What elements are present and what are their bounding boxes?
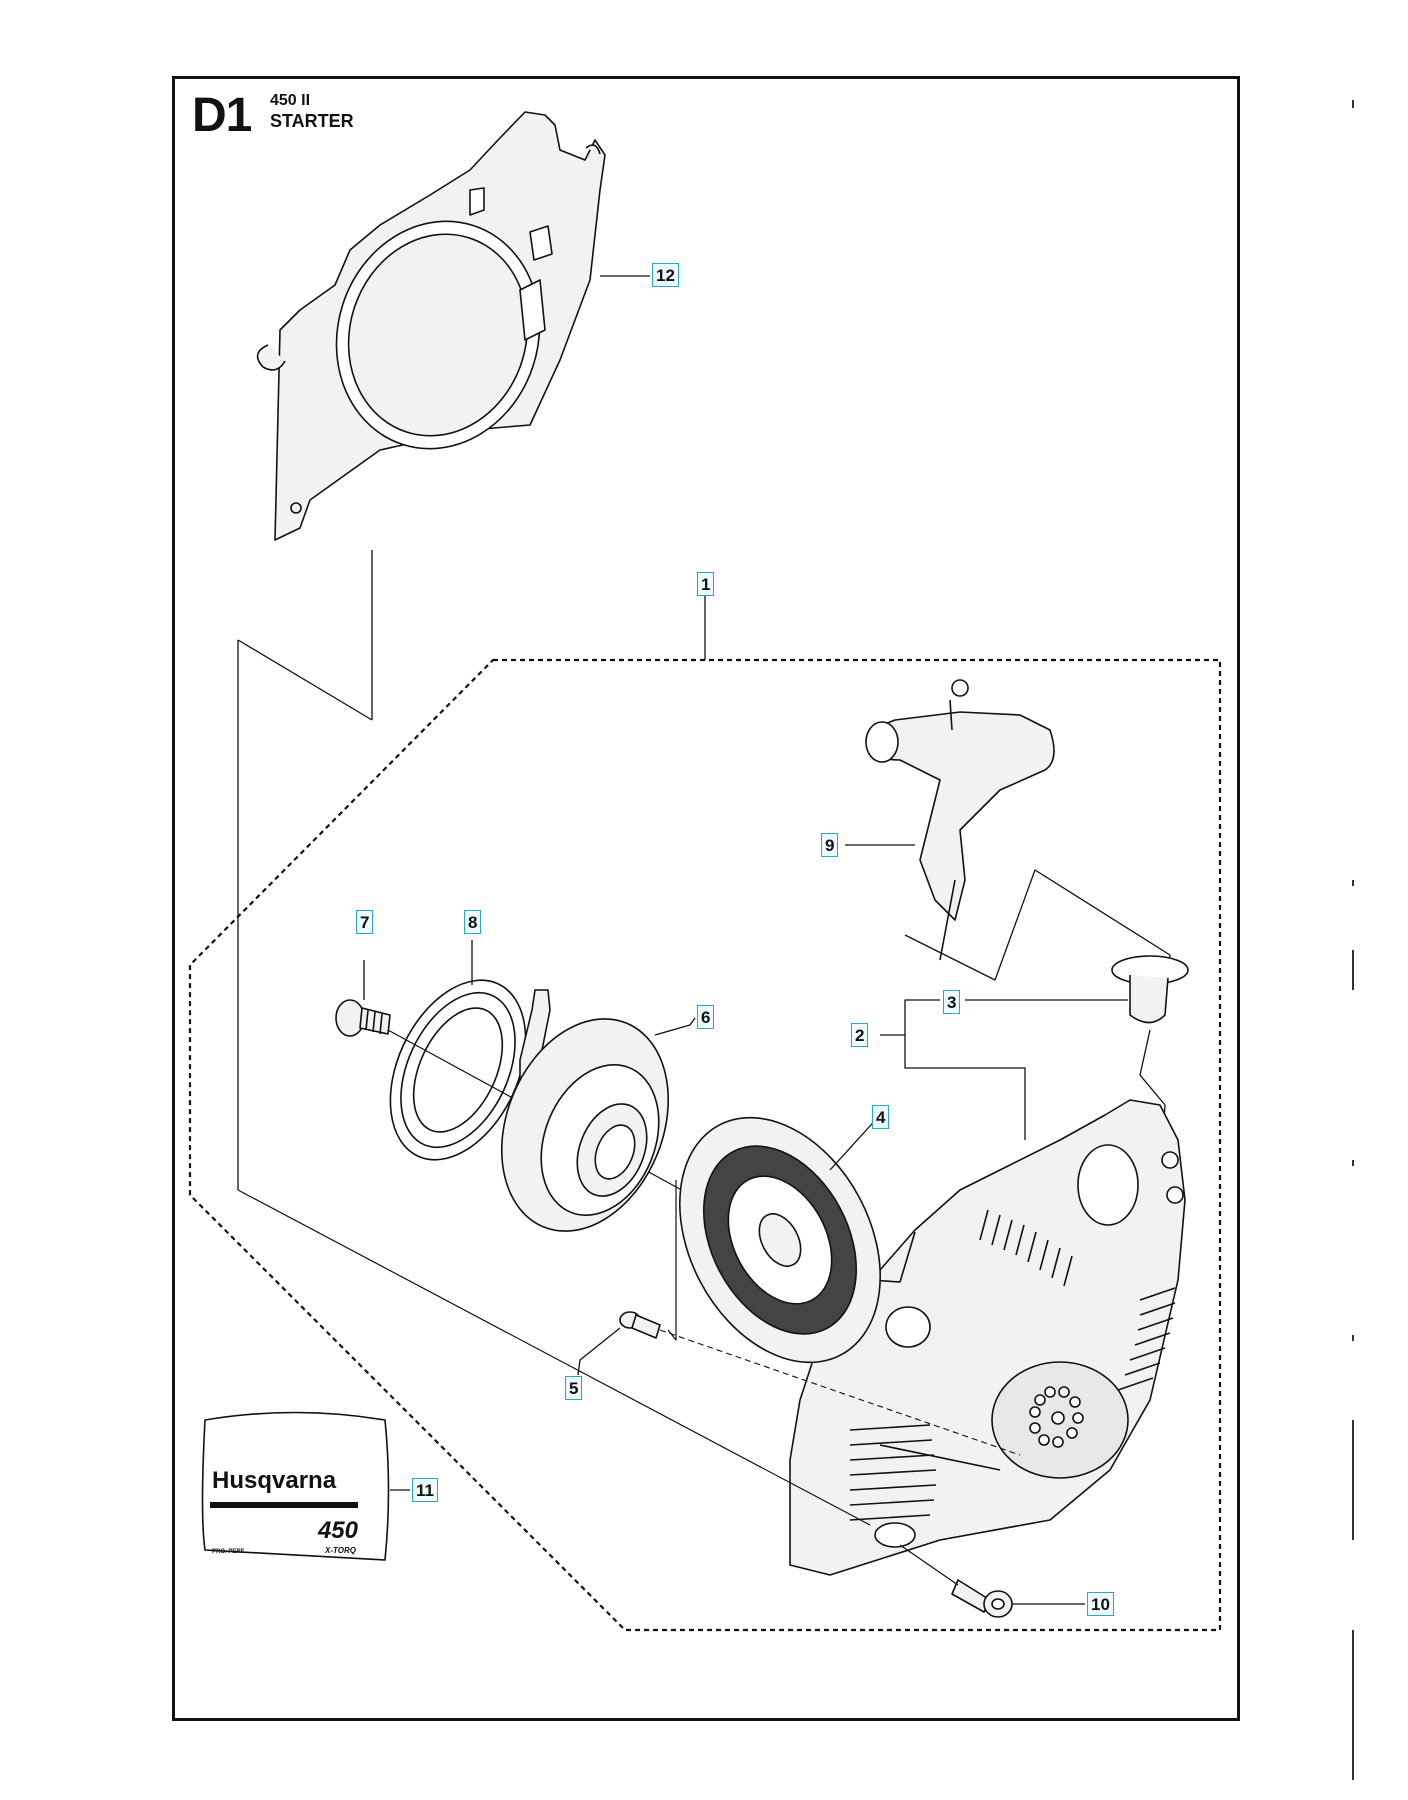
callout-8[interactable]: 8 bbox=[464, 910, 482, 934]
callout-7[interactable]: 7 bbox=[356, 910, 374, 934]
drawing-frame bbox=[172, 76, 1240, 1721]
callout-2[interactable]: 2 bbox=[851, 1023, 869, 1047]
section-code: D1 bbox=[192, 89, 252, 142]
margin-mark bbox=[1352, 1160, 1354, 1166]
starter-handle-part bbox=[865, 679, 1055, 961]
margin-mark bbox=[1352, 1630, 1354, 1780]
callout-9[interactable]: 9 bbox=[821, 833, 839, 857]
housing-screw-part bbox=[951, 1579, 1013, 1618]
callout-1[interactable]: 1 bbox=[697, 572, 715, 596]
callout-4[interactable]: 4 bbox=[872, 1105, 890, 1129]
callout-11[interactable]: 11 bbox=[412, 1478, 438, 1502]
fan-cover-part bbox=[256, 111, 606, 541]
margin-mark bbox=[1352, 950, 1354, 990]
margin-mark bbox=[1352, 100, 1354, 108]
callout-10[interactable]: 10 bbox=[1087, 1592, 1114, 1616]
starter-housing-part bbox=[789, 1099, 1186, 1576]
decal-model: 450 bbox=[317, 1517, 359, 1544]
screw-part bbox=[619, 1311, 661, 1339]
callout-12[interactable]: 12 bbox=[652, 263, 679, 287]
margin-mark bbox=[1352, 880, 1354, 886]
decal-part: Husqvarna 450 PRO. PERF. X-TORQ bbox=[201, 1411, 390, 1561]
rope-pulley-part bbox=[500, 1018, 670, 1232]
margin-mark bbox=[1352, 1420, 1354, 1540]
decal-brand: Husqvarna bbox=[212, 1467, 337, 1494]
decal-left-text: PRO. PERF. bbox=[212, 1549, 246, 1555]
section-name: STARTER bbox=[270, 111, 354, 131]
callout-5[interactable]: 5 bbox=[565, 1376, 583, 1400]
spring-cassette-part bbox=[679, 1116, 881, 1364]
rope-guide-part bbox=[1111, 955, 1189, 1024]
center-screw-part bbox=[335, 999, 391, 1037]
callout-6[interactable]: 6 bbox=[697, 1005, 715, 1029]
section-model: 450 II bbox=[270, 92, 311, 109]
margin-mark bbox=[1352, 1335, 1354, 1341]
decal-right-text: X-TORQ bbox=[324, 1546, 357, 1555]
callout-3[interactable]: 3 bbox=[943, 990, 961, 1014]
